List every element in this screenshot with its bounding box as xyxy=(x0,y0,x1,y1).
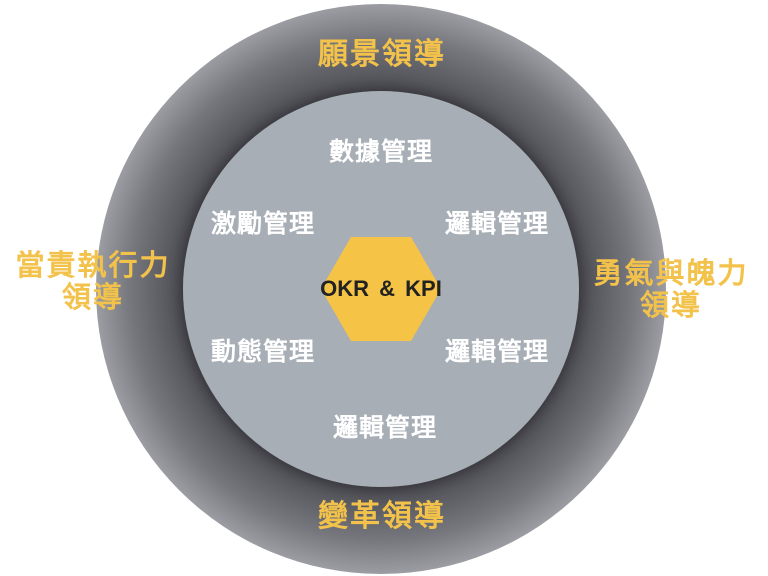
outer-label-right: 勇氣與魄力 領導 xyxy=(593,256,749,322)
center-label: OKR & KPI xyxy=(320,276,442,301)
inner-label-bottom: 邏輯管理 xyxy=(332,413,437,442)
inner-label-upper-left: 激勵管理 xyxy=(210,209,315,238)
outer-label-top: 願景領導 xyxy=(318,37,446,72)
inner-label-lower-right: 邏輯管理 xyxy=(444,337,549,366)
outer-label-left: 當責執行力 領導 xyxy=(15,248,171,314)
inner-label-top: 數據管理 xyxy=(328,137,433,166)
outer-label-bottom: 變革領導 xyxy=(318,499,446,534)
inner-label-upper-right: 邏輯管理 xyxy=(444,209,549,238)
center-hexagon xyxy=(321,237,441,341)
inner-label-lower-left: 動態管理 xyxy=(210,337,315,366)
